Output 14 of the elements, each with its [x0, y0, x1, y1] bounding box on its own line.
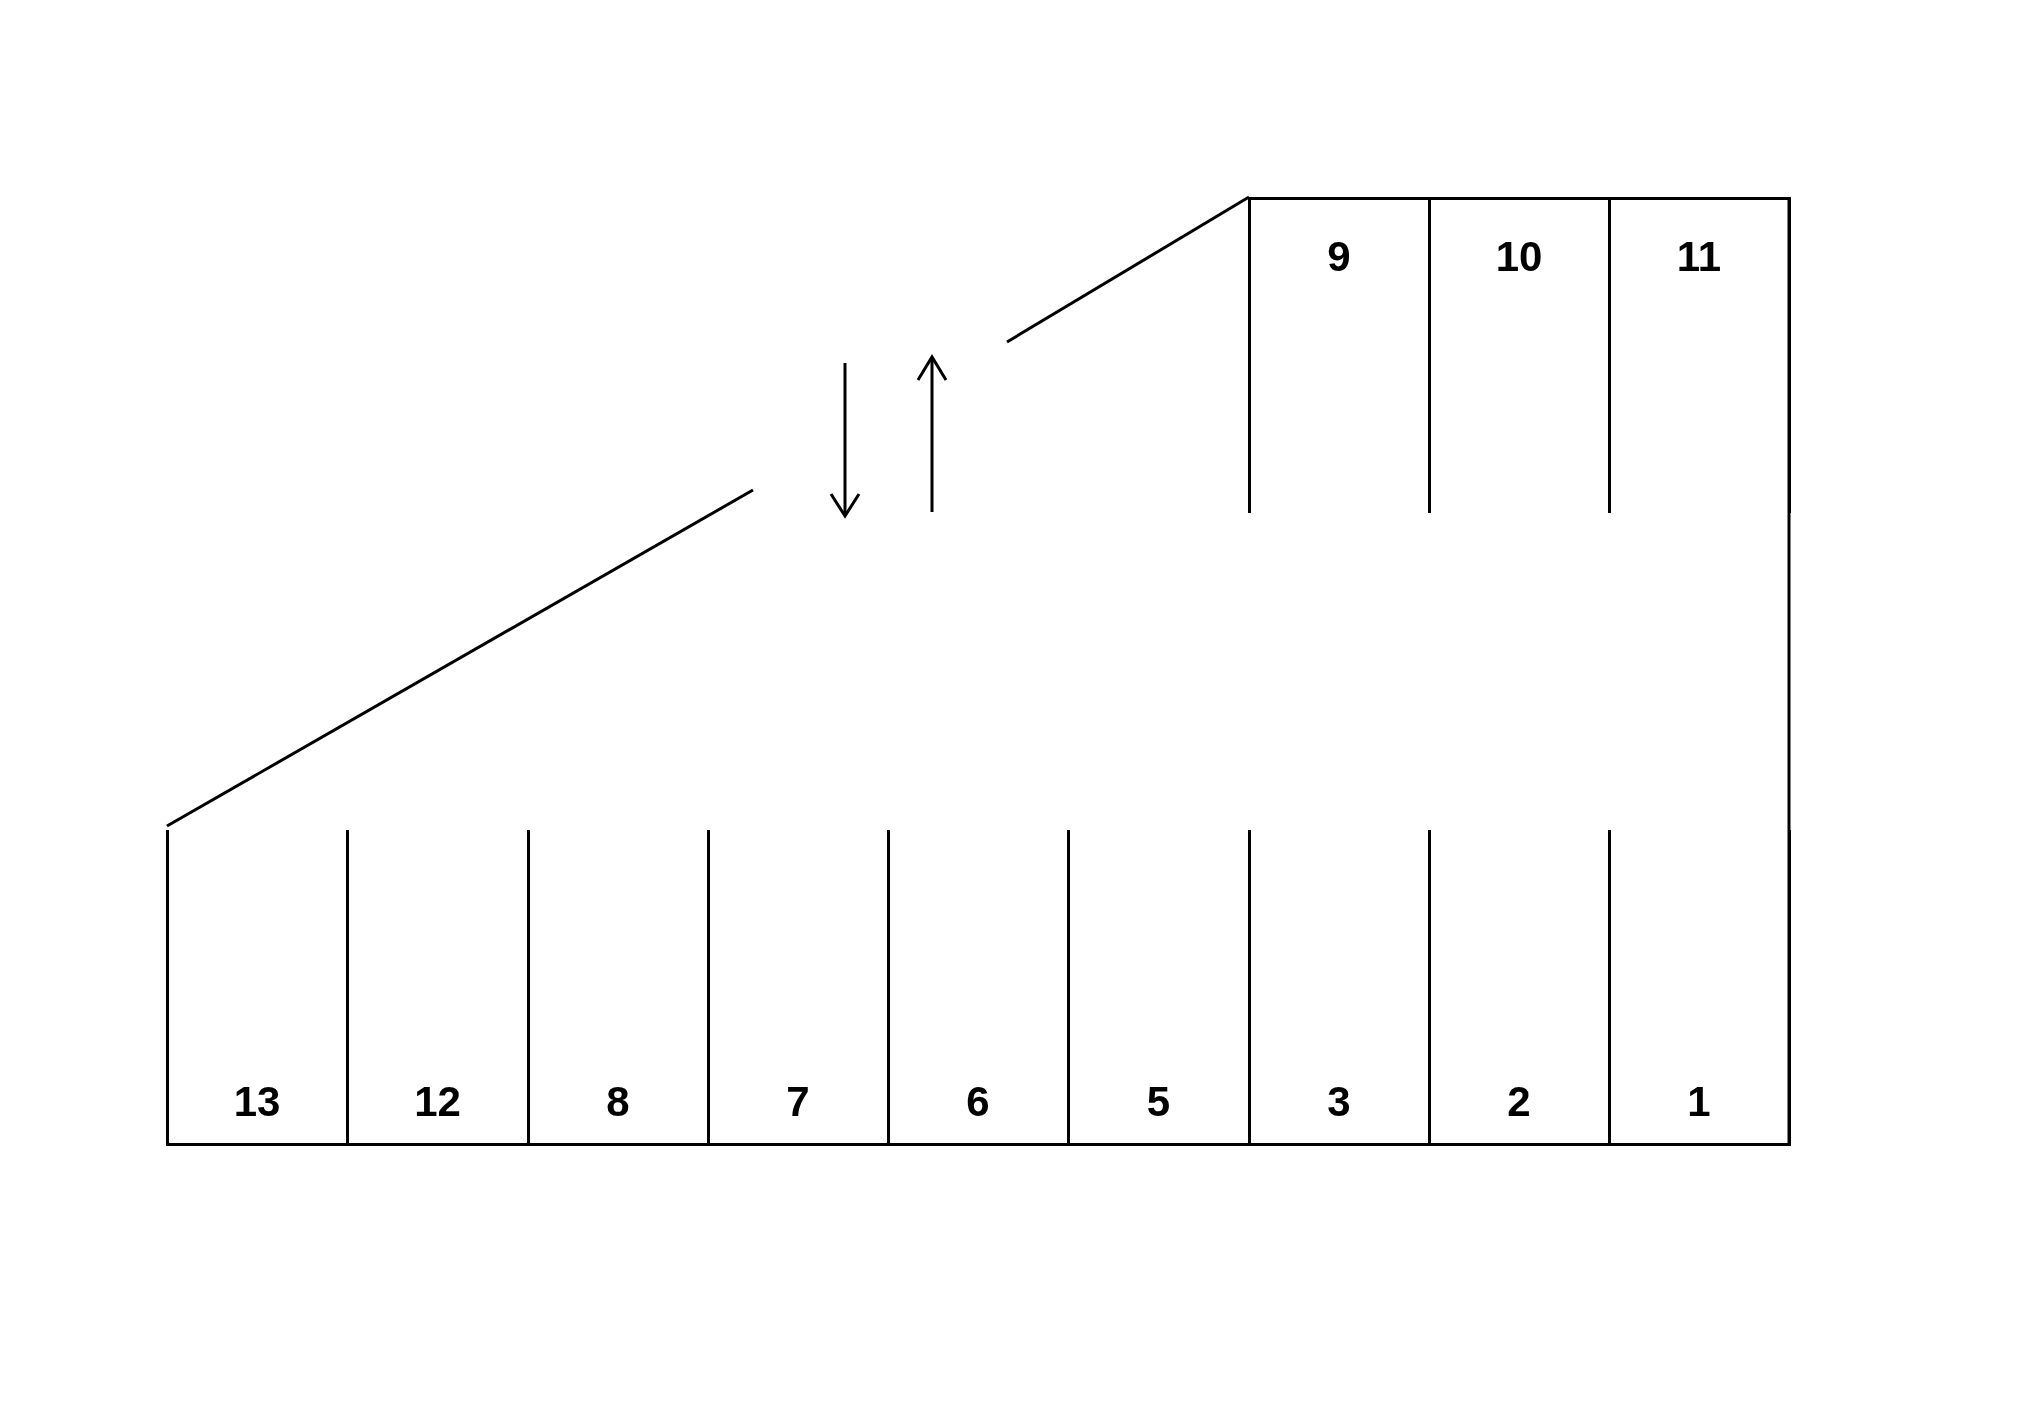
space-number: 10 [1495, 236, 1543, 278]
space-number: 13 [233, 1081, 281, 1123]
space-number: 7 [786, 1081, 810, 1123]
space-number: 5 [1146, 1081, 1171, 1123]
space-number: 6 [966, 1081, 990, 1123]
space-number: 2 [1507, 1081, 1531, 1123]
space-number: 1 [1687, 1081, 1711, 1123]
space-number: 11 [1676, 236, 1722, 278]
parking-space [1247, 197, 1431, 513]
space-number: 8 [606, 1081, 630, 1123]
parking-space [165, 830, 349, 1146]
space-number: 12 [414, 1081, 461, 1123]
space-number: 9 [1327, 236, 1351, 278]
space-number: 3 [1327, 1081, 1351, 1123]
